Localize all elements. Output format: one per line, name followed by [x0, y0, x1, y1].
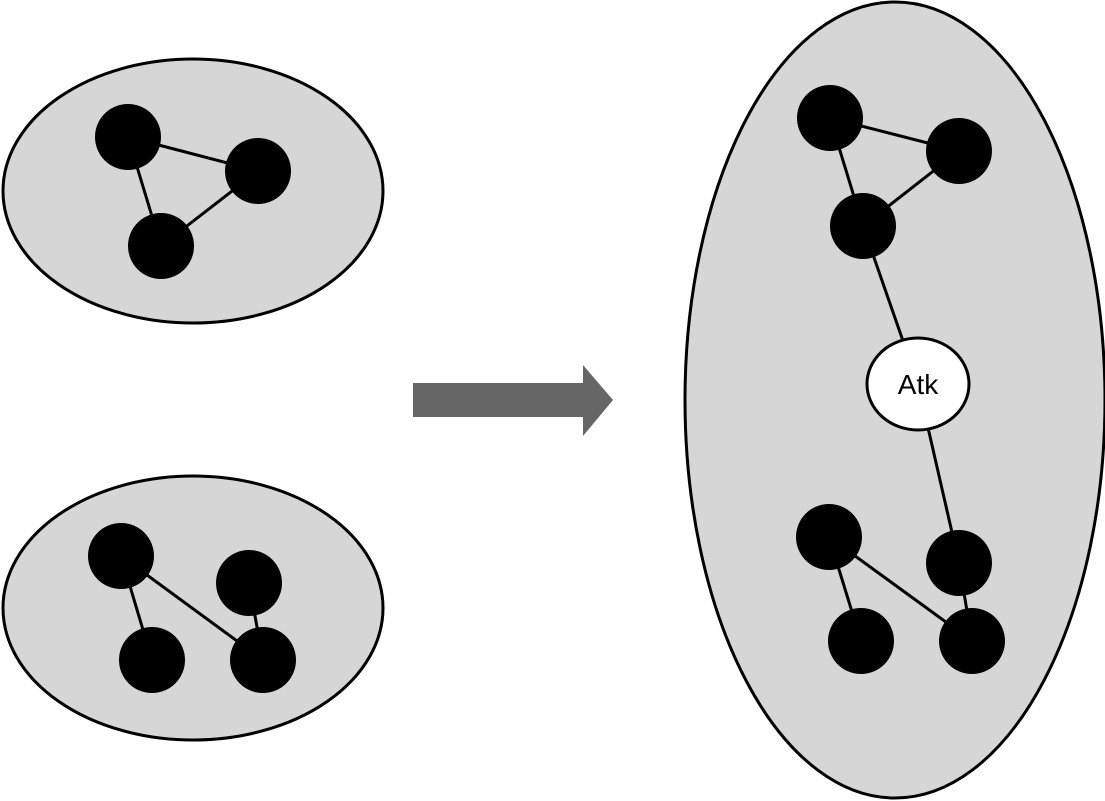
node	[230, 627, 296, 693]
node	[95, 104, 161, 170]
node	[128, 213, 194, 279]
node	[796, 504, 862, 570]
right-arrow-icon	[413, 365, 613, 436]
atk-node-shape	[865, 336, 971, 432]
node	[926, 530, 992, 596]
node	[830, 193, 896, 259]
node	[926, 118, 992, 184]
node	[119, 627, 185, 693]
cluster-merged: Atk	[683, 0, 1105, 800]
node	[828, 608, 894, 674]
atk-node: Atk	[865, 336, 971, 432]
node	[88, 523, 154, 589]
cluster-top-left	[1, 57, 385, 325]
node	[797, 85, 863, 151]
node	[939, 608, 1005, 674]
node	[216, 550, 282, 616]
atk-node-label: Atk	[898, 369, 939, 400]
cluster-bottom-left	[1, 474, 385, 742]
node	[225, 138, 291, 204]
cluster-top-left-boundary	[1, 57, 385, 325]
